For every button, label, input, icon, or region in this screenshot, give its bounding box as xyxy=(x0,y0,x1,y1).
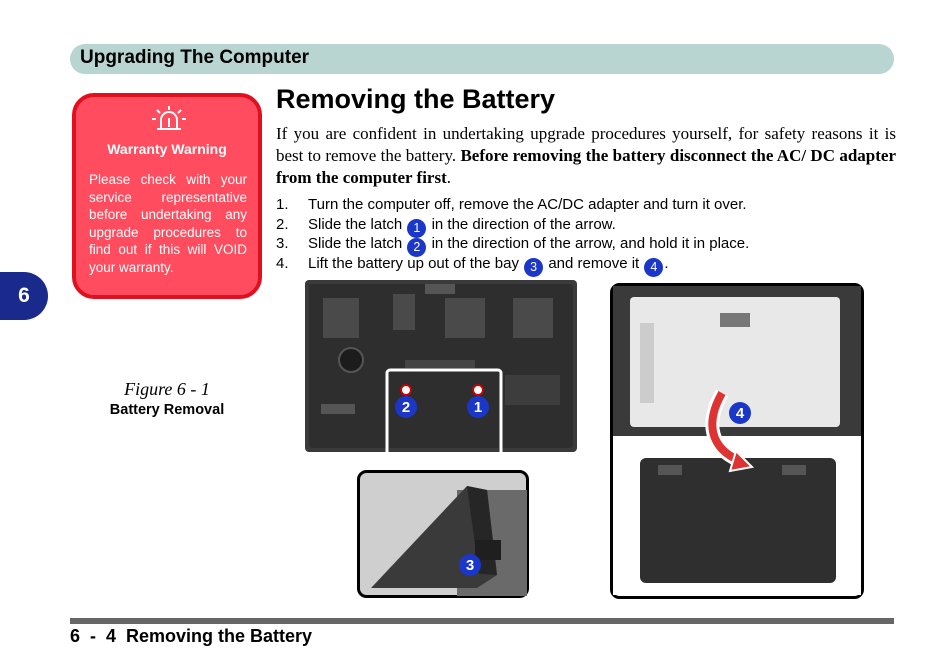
battery-bay-photo: 4 xyxy=(610,283,864,599)
callout-1-label: 1 xyxy=(474,399,482,416)
step-text: Turn the computer off, remove the AC/DC … xyxy=(308,196,747,213)
step-text: Slide the latch xyxy=(308,215,407,233)
callout-badge: 3 xyxy=(524,257,544,277)
steps-list: 1. Turn the computer off, remove the AC/D… xyxy=(276,195,896,277)
warning-title: Warranty Warning xyxy=(107,141,227,157)
callout-4-label: 4 xyxy=(736,405,745,422)
step-text: in the direction of the arrow, and hold … xyxy=(427,235,750,253)
figure-number: Figure 6 - 1 xyxy=(124,379,210,399)
step-number: 1. xyxy=(276,196,289,213)
intro-paragraph: If you are confident in undertaking upgr… xyxy=(276,123,896,189)
warranty-warning-box: Warranty Warning Please check with your … xyxy=(72,93,262,299)
chapter-tab: 6 xyxy=(0,272,48,320)
section-title: Upgrading The Computer xyxy=(80,47,310,68)
intro-bold-text: Before removing the battery disconnect t… xyxy=(276,146,896,187)
callout-2-label: 2 xyxy=(402,399,410,416)
callout-badge: 1 xyxy=(407,218,427,238)
step-item: 2. Slide the latch 1 in the direction of … xyxy=(276,215,896,238)
step-text: Lift the battery up out of the bay xyxy=(308,254,524,272)
step-number: 4. xyxy=(276,254,289,272)
intro-text: If you are confident in undertaking upgr… xyxy=(276,124,896,165)
laptop-underside-photo: 2 1 xyxy=(305,280,577,460)
alarm-bell-icon xyxy=(152,106,186,130)
step-item: 3. Slide the latch 2 in the direction of … xyxy=(276,234,896,258)
step-text: and remove it xyxy=(544,254,644,272)
section-header: Upgrading The Computer xyxy=(70,44,894,74)
figure-name: Battery Removal xyxy=(109,402,225,418)
step-text: in the direction of the arrow. xyxy=(427,215,616,233)
footer-page-label: 6 - 4 Removing the Battery xyxy=(70,626,313,646)
step-number: 2. xyxy=(276,215,289,233)
figure-caption: Figure 6 - 1 Battery Removal xyxy=(82,379,252,418)
intro-end: . xyxy=(446,168,451,187)
footer-rule xyxy=(70,618,894,624)
step-item: 4. Lift the battery up out of the bay 3 a… xyxy=(276,254,896,277)
step-text: . xyxy=(664,254,669,272)
warning-body: Please check with your service represent… xyxy=(89,172,247,275)
battery-lift-photo: 3 xyxy=(357,470,529,598)
callout-3-label: 3 xyxy=(466,557,474,574)
step-number: 3. xyxy=(276,235,289,253)
callout-badge: 2 xyxy=(407,238,427,258)
step-text: Slide the latch xyxy=(308,235,407,253)
page-title: Removing the Battery xyxy=(276,84,556,114)
step-item: 1. Turn the computer off, remove the AC/D… xyxy=(276,195,896,215)
callout-badge: 4 xyxy=(644,257,664,277)
